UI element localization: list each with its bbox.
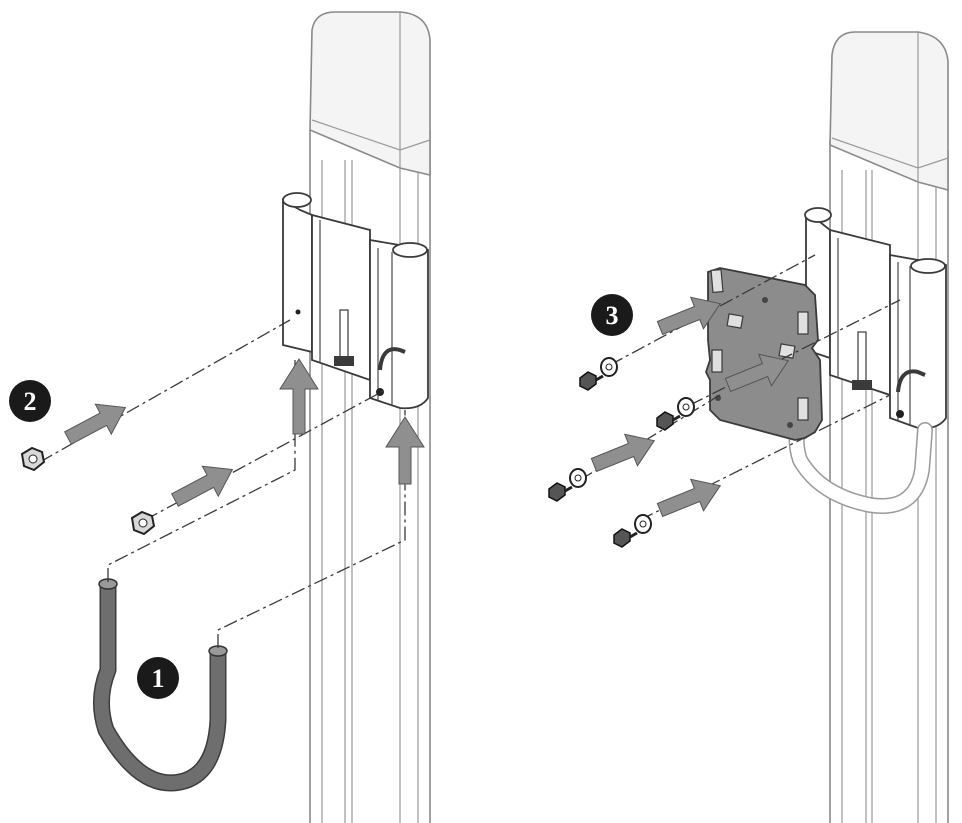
arrow-right-2 bbox=[724, 353, 790, 393]
step-number-3: 3 bbox=[606, 301, 619, 330]
left-bracket bbox=[282, 192, 429, 410]
right-bracket bbox=[804, 207, 947, 430]
arrow-right-3 bbox=[590, 433, 656, 473]
screw-washer-3 bbox=[548, 468, 587, 502]
step-number-1: 1 bbox=[152, 664, 165, 693]
u-handle bbox=[93, 578, 228, 792]
step-badge-2: 2 bbox=[9, 380, 51, 422]
right-pole-assembly bbox=[804, 31, 949, 823]
screw-washer-4 bbox=[613, 514, 652, 548]
arrow-up-1 bbox=[279, 358, 319, 435]
arrow-diag-1 bbox=[64, 403, 127, 445]
left-pole-assembly bbox=[282, 11, 431, 823]
left-arrows bbox=[64, 358, 425, 507]
right-arrows bbox=[590, 296, 790, 518]
right-hardware bbox=[548, 357, 695, 548]
right-pole-cap bbox=[829, 31, 949, 192]
step-badge-3: 3 bbox=[591, 294, 633, 336]
mounting-plate bbox=[705, 267, 823, 441]
left-pole-cap bbox=[309, 11, 431, 177]
arrow-diag-2 bbox=[171, 465, 234, 507]
arrow-up-2 bbox=[385, 416, 425, 485]
step-number-2: 2 bbox=[24, 387, 37, 416]
step-badge-1: 1 bbox=[137, 657, 179, 699]
screw-washer-1 bbox=[579, 357, 618, 391]
arrow-right-1 bbox=[656, 296, 722, 336]
screw-washer-2 bbox=[656, 397, 695, 431]
arrow-right-4 bbox=[656, 478, 722, 518]
